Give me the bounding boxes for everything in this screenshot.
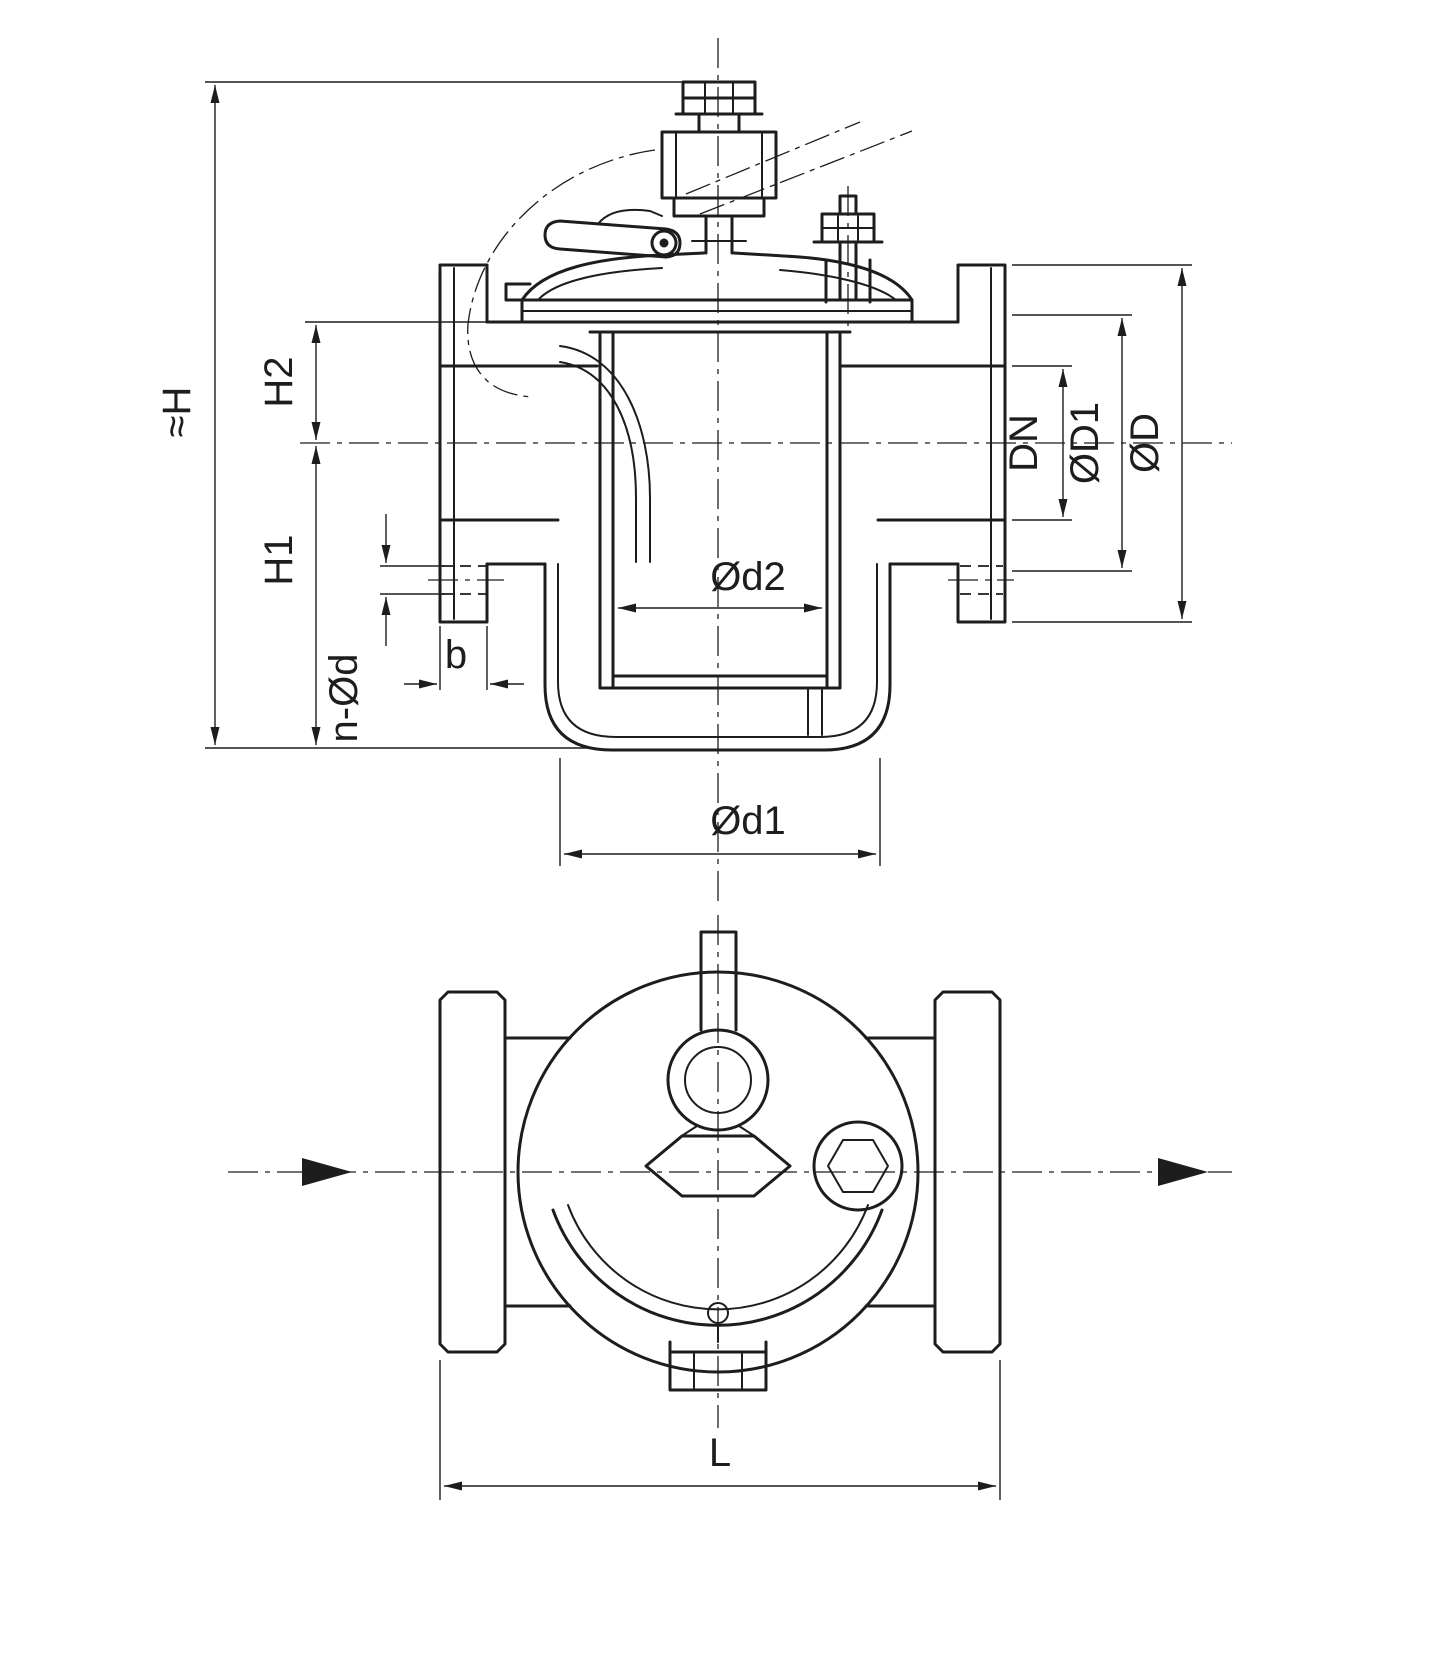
front-bottom-boss [668,1340,768,1392]
front-gland-boss-inner [684,1046,752,1114]
body-bowl-inner [557,563,878,738]
dim-label-d1: Ød1 [710,799,786,843]
right-flange [956,263,1007,624]
dim-label-DN: DN [1002,414,1046,472]
body-bowl-outer [543,562,892,752]
flow-arrow-left [302,1158,352,1186]
left-flange [438,263,489,624]
dim-label-D: ØD [1123,413,1167,473]
dim-label-L: L [709,1431,731,1475]
front-centerlines [228,915,1232,1428]
front-bowl-arc-inner [567,1204,869,1311]
section-extension-lines [205,81,1192,866]
front-pipe-lines [503,1036,937,1308]
dim-label-nd: n-Ød [322,654,366,743]
lever [543,219,682,259]
section-view: ≈H H2 H1 n-Ød b Ød2 Ød1 DN ØD1 ØD [155,38,1232,903]
front-left-flange [438,990,507,1354]
body-top-flange [520,298,914,324]
front-side-boss-circle [812,1120,904,1212]
stem-assembly-facets [675,81,763,242]
front-center-hex [644,1134,792,1198]
front-extension-lines [439,1360,1001,1500]
swing-bolt [812,194,884,304]
front-right-flange [933,990,1002,1354]
cover-inner-line [537,267,897,301]
front-bottom-boss-facets [693,1351,743,1391]
basket-foot [807,687,823,736]
inlet-elbow [559,345,651,563]
front-view: L [228,915,1232,1500]
front-side-boss-hex [827,1139,889,1193]
right-flange-bolt-hole [960,565,1003,595]
dim-label-H2: H2 [257,356,301,407]
left-flange-bolt-hole [442,565,486,595]
phantom-swing-path [467,121,913,398]
lever-pivot [650,229,678,257]
flow-arrow-right [1158,1158,1208,1186]
dim-label-b: b [445,633,467,677]
lever-pivot-pin [659,238,669,248]
section-centerlines [300,38,1232,903]
strainer-basket [588,330,852,690]
dim-label-H: ≈H [155,387,199,438]
cover-outline [504,251,914,302]
swing-bolt-facets [821,213,875,243]
lever-cam [597,208,663,225]
front-stem [699,930,738,1032]
right-pipe [838,320,1007,566]
front-body-circle [516,970,920,1374]
dim-label-d2: Ød2 [710,555,786,599]
dim-label-H1: H1 [257,534,301,585]
stem-assembly [660,80,778,255]
front-gland-boss-outer [666,1028,770,1132]
dim-label-D1: ØD1 [1063,402,1107,484]
